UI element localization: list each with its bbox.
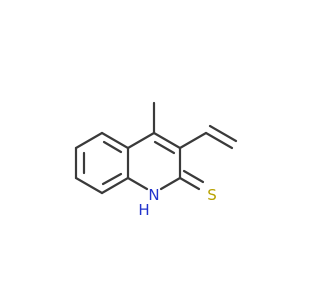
bond-c7-c8-inner	[101, 172, 123, 186]
bond-c4-c3	[152, 131, 182, 150]
bond-c7-c8	[100, 176, 130, 195]
bond-c4a-c5-inner	[102, 140, 123, 154]
bond-vinyl-double-b	[208, 124, 238, 143]
bond-c2-s-a	[178, 176, 201, 191]
bond-c3-vinyl	[178, 131, 208, 150]
bond-c2-n1	[159, 176, 182, 191]
molecule-structure: N H S	[74, 101, 238, 219]
bond-n1-c8	[126, 176, 149, 191]
hydrogen-atom-label: H	[138, 201, 149, 219]
bond-c8a-c4a	[100, 131, 130, 150]
bond-c2-s-b	[182, 169, 205, 184]
bond-c4-c3-inner	[153, 140, 176, 155]
bond-c4a-c5	[74, 131, 104, 150]
sulfur-atom-label: S	[207, 186, 217, 204]
bond-c8a-c4	[126, 131, 156, 150]
bond-c6-c7	[74, 176, 104, 195]
nitrogen-atom-label: N	[148, 186, 159, 204]
bond-vinyl-double-a	[204, 131, 234, 150]
